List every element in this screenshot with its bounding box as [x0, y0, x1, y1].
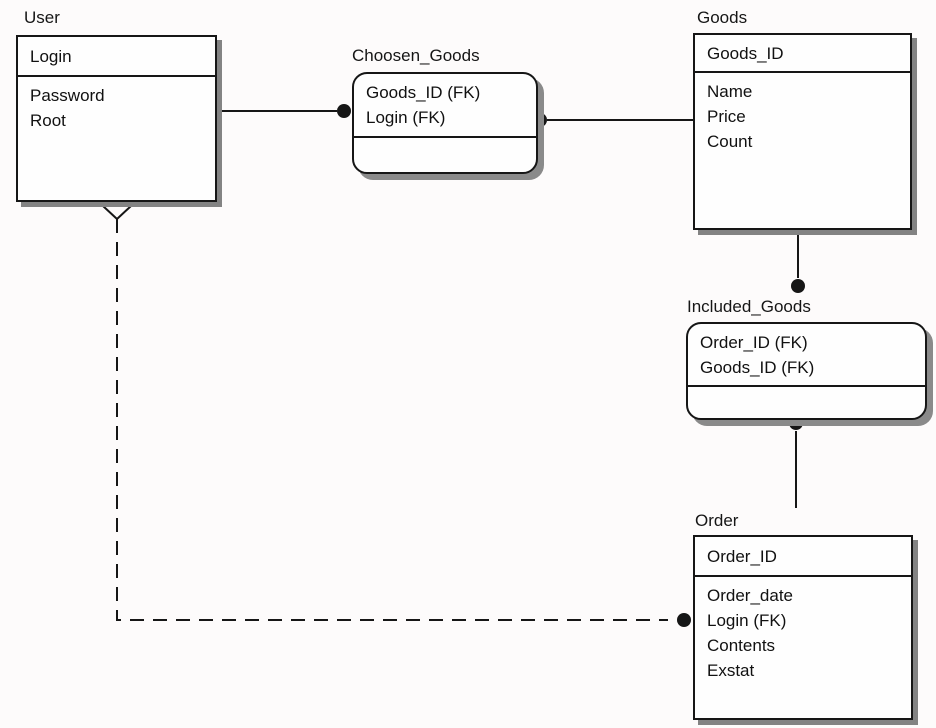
cardinality-dot-icon	[791, 279, 805, 293]
cardinality-dot-icon	[337, 104, 351, 118]
key-attribute: Login	[30, 46, 72, 66]
entity-goods[interactable]: Goods_ID Name Price Count	[693, 33, 912, 230]
entity-order-attr-area: Order_date Login (FK) Contents Exstat	[695, 577, 911, 683]
entity-goods-key-area: Goods_ID	[695, 35, 910, 73]
key-attribute: Goods_ID (FK)	[366, 83, 481, 102]
attribute: Login (FK)	[707, 611, 787, 630]
attribute: Name	[707, 82, 753, 101]
attribute: Count	[707, 132, 753, 151]
attribute: Password	[30, 86, 105, 105]
key-attribute: Order_ID (FK)	[700, 332, 808, 352]
key-attribute: Goods_ID	[707, 43, 784, 63]
attribute: Order_date	[707, 586, 793, 605]
entity-choosen-goods-attr-area	[354, 138, 536, 144]
entity-choosen-goods-key-area: Goods_ID (FK) Login (FK)	[354, 74, 536, 138]
entity-order[interactable]: Order_ID Order_date Login (FK) Contents …	[693, 535, 913, 720]
attribute: Exstat	[707, 661, 755, 680]
entity-title-user: User	[24, 8, 60, 27]
entity-title-order: Order	[695, 511, 739, 530]
entity-choosen-goods[interactable]: Goods_ID (FK) Login (FK)	[352, 72, 538, 174]
entity-included-goods-attr-area	[688, 387, 925, 393]
key-attribute: Goods_ID (FK)	[700, 357, 815, 377]
key-attribute: Order_ID	[707, 546, 777, 566]
entity-title-included-goods: Included_Goods	[687, 297, 811, 316]
entity-user-attr-area: Password Root	[18, 77, 215, 133]
entity-title-goods: Goods	[697, 8, 748, 27]
entity-goods-attr-area: Name Price Count	[695, 73, 910, 154]
cardinality-dot-icon	[677, 613, 691, 627]
entity-included-goods[interactable]: Order_ID (FK) Goods_ID (FK)	[686, 322, 927, 420]
attribute: Contents	[707, 636, 776, 655]
entity-user[interactable]: Login Password Root	[16, 35, 217, 202]
entity-title-choosen-goods: Choosen_Goods	[352, 46, 480, 65]
attribute: Price	[707, 107, 746, 126]
relationship-line-user-order-dashed	[116, 219, 668, 621]
crow-fork-icon	[102, 205, 132, 221]
entity-user-key-area: Login	[18, 37, 215, 77]
entity-included-goods-key-area: Order_ID (FK) Goods_ID (FK)	[688, 324, 925, 387]
entity-order-key-area: Order_ID	[695, 537, 911, 577]
key-attribute: Login (FK)	[366, 108, 446, 127]
attribute: Root	[30, 111, 66, 130]
